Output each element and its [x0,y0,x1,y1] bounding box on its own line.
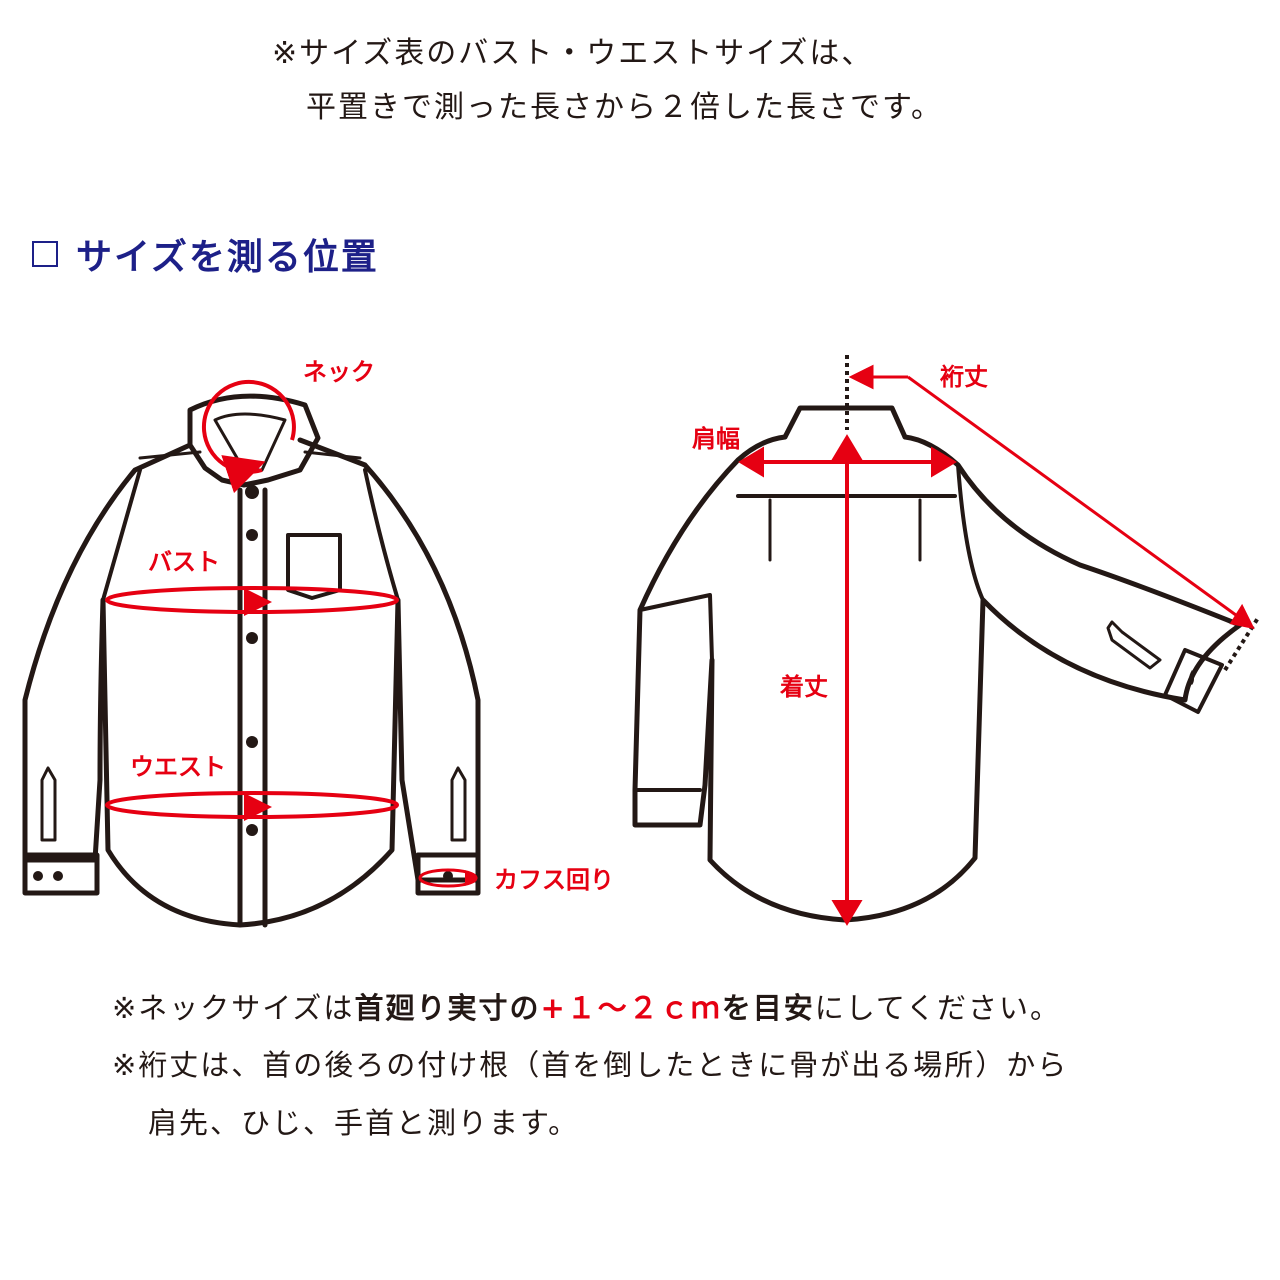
sleeve-length-arrow [848,364,1255,630]
front-shirt-illustration [22,393,481,928]
bottom-note-line-1: ※ネックサイズは首廻り実寸の+１～２ｃｍを目安にしてください。 [112,985,1061,1027]
note-text-e: にしてください。 [814,991,1062,1025]
checkbox-square-icon [32,241,58,267]
bust-measurement-marker [105,586,399,616]
waist-label: ウエスト [130,753,226,781]
cuff-measurement-marker [418,868,478,888]
bottom-note-line-3: 肩先、ひじ、手首と測ります。 [148,1106,580,1140]
shoulder-width-label: 肩幅 [692,425,740,453]
body-length-label: 着丈 [780,673,828,701]
note-text-bold-b: を目安 [721,991,815,1025]
note-text-bold-a: 首廻り実寸の [354,991,541,1025]
top-note-line-2: 平置きで測った長さから２倍した長さです。 [306,90,943,125]
neck-measurement-marker [201,379,296,494]
back-buttons [1189,670,1194,685]
note-text-a: ※ネックサイズは [112,991,355,1025]
section-title-text: サイズを測る位置 [76,237,379,278]
note-text-red: +１～２ｃｍ [540,991,722,1025]
cuff-label: カフス回り [494,866,614,894]
body-length-arrow [831,434,863,926]
top-note-line-1: ※サイズ表のバスト・ウエストサイズは、 [272,36,874,71]
waist-measurement-marker [105,791,399,821]
back-shirt-illustration [632,405,1243,923]
sleeve-length-label: 裄丈 [939,363,988,391]
section-title: サイズを測る位置 [32,228,379,280]
shoulder-width-arrow [738,446,957,478]
bust-label: バスト [148,548,220,576]
bottom-note-line-2: ※裄丈は、首の後ろの付け根（首を倒したときに骨が出る場所）から [112,1048,1069,1082]
neck-label: ネック [303,358,375,386]
